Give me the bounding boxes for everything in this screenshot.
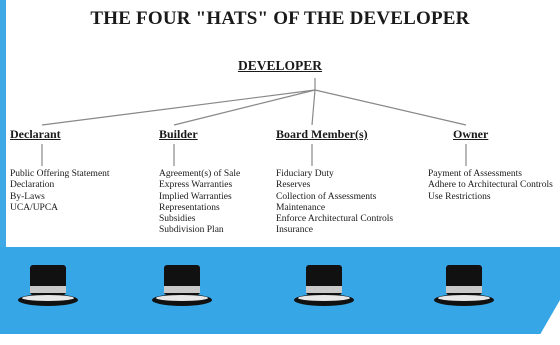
list-item: Maintenance	[276, 202, 326, 213]
connector-to-board-member	[311, 89, 316, 126]
list-item: Subdivision Plan	[159, 225, 224, 236]
list-declarant: Public Offering Statement Declaration By…	[10, 169, 110, 214]
hat-icon	[434, 265, 494, 306]
connector-to-declarant	[41, 89, 316, 126]
left-accent-bar	[0, 0, 6, 252]
slide-title: THE FOUR "HATS" OF THE DEVELOPER	[90, 8, 470, 29]
list-item: Reserves	[276, 180, 311, 191]
list-item: Insurance	[276, 225, 313, 236]
hat-icon	[18, 265, 78, 306]
list-item: Declaration	[10, 180, 55, 191]
list-item: Fiduciary Duty	[276, 169, 334, 179]
heading-board-member: Board Member(s)	[276, 127, 368, 141]
list-item: Agreement(s) of Sale	[159, 169, 241, 179]
heading-owner: Owner	[453, 127, 489, 141]
list-item: Collection of Assessments	[276, 191, 377, 202]
connector-to-builder	[173, 89, 316, 126]
list-item: Implied Warranties	[159, 191, 232, 202]
list-item: Use Restrictions	[428, 191, 491, 202]
list-owner: Payment of Assessments Adhere to Archite…	[428, 169, 553, 203]
list-board-member: Fiduciary Duty Reserves Collection of As…	[276, 169, 393, 237]
root-node-developer: DEVELOPER	[237, 58, 322, 73]
list-item: Express Warranties	[159, 180, 233, 191]
hat-icon	[152, 265, 212, 306]
list-item: Representations	[159, 202, 220, 213]
list-item: Subsidies	[159, 214, 196, 225]
list-item: UCA/UPCA	[10, 202, 59, 213]
connector-to-owner	[314, 89, 467, 126]
hat-icon	[294, 265, 354, 306]
list-builder: Agreement(s) of Sale Express Warranties …	[159, 169, 240, 237]
list-item: Adhere to Architectural Controls	[428, 180, 553, 191]
heading-declarant: Declarant	[10, 127, 61, 141]
list-item: Enforce Architectural Controls	[276, 214, 394, 225]
band-bottom-edge	[0, 334, 560, 345]
list-item: Public Offering Statement	[10, 169, 110, 179]
connector-lines	[41, 78, 467, 166]
list-item: By-Laws	[10, 191, 45, 202]
list-item: Payment of Assessments	[428, 169, 522, 179]
heading-builder: Builder	[159, 127, 198, 141]
